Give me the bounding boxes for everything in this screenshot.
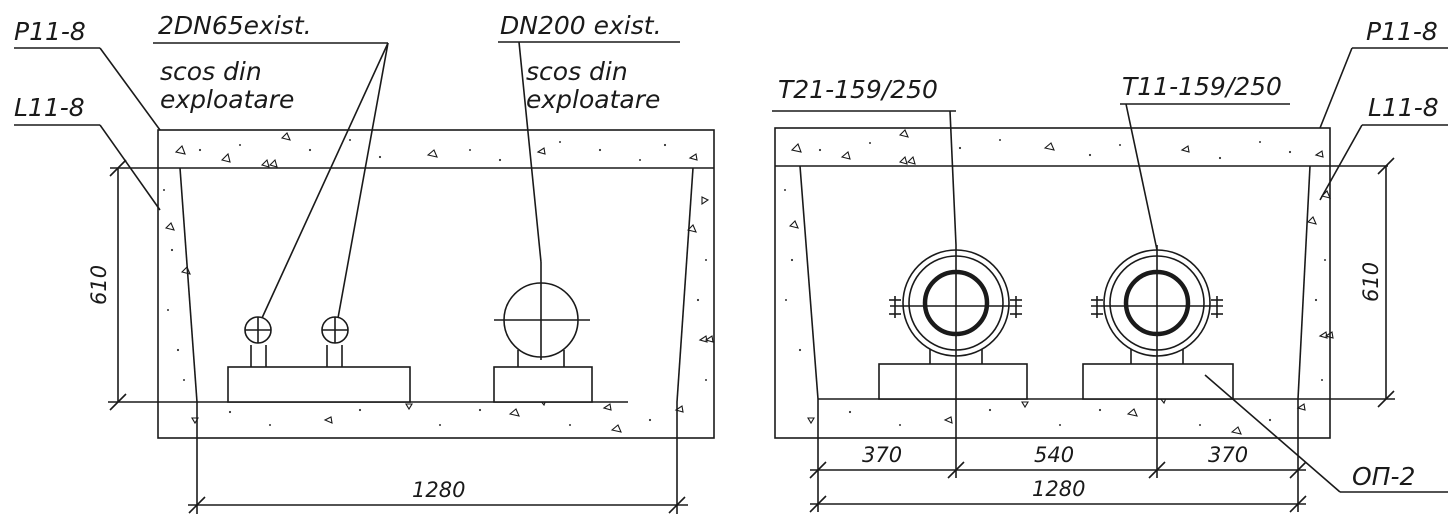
right-l-label: L11-8	[1368, 93, 1439, 122]
right-seg-right-value: 370	[1208, 443, 1248, 467]
right-leaders	[772, 47, 1448, 493]
left-pipe-small-note-2: exploatare	[160, 85, 294, 114]
left-height-dimension: 610	[87, 159, 127, 411]
left-section: P11-8 L11-8 2DN65exist. scos din exploat…	[14, 11, 715, 514]
left-pipe-large-note-2: exploatare	[526, 85, 660, 114]
left-width-dimension: 1280	[188, 402, 688, 514]
left-support-large	[493, 366, 593, 403]
clamp-bolts-t11	[1091, 296, 1223, 318]
left-channel-body	[108, 129, 715, 439]
left-p-label: P11-8	[14, 17, 86, 46]
right-p-label: P11-8	[1366, 17, 1438, 46]
right-seg-mid-value: 540	[1034, 443, 1074, 467]
right-width-dimensions: 370 540 370 1280	[809, 364, 1307, 513]
right-width-value: 1280	[1032, 477, 1085, 501]
right-pipe-2-label: T11-159/250	[1122, 72, 1282, 101]
left-pipe-small-note-1: scos din	[160, 57, 262, 86]
pipe-dn200	[494, 262, 590, 367]
right-seg-left-value: 370	[862, 443, 902, 467]
right-section: T21-159/250 T11-159/250 P11-8 L11-8 ОП-2…	[772, 17, 1448, 513]
right-height-value: 610	[1359, 262, 1383, 302]
insulated-pipe-t21	[889, 245, 1022, 364]
clamp-bolts-t21	[889, 296, 1022, 318]
right-support-2	[1082, 363, 1234, 400]
left-pipe-large-note-1: scos din	[526, 57, 628, 86]
right-height-dimension: 610	[1359, 157, 1395, 408]
left-concrete-hatch	[163, 132, 714, 433]
left-pipe-large-label: DN200 exist.	[500, 11, 662, 40]
left-leaders	[14, 41, 680, 319]
pipe-dn65-a	[244, 316, 272, 367]
right-support-label: ОП-2	[1352, 462, 1415, 491]
pipe-dn65-b	[321, 316, 349, 367]
right-pipe-1-label: T21-159/250	[778, 75, 938, 104]
left-support-small	[227, 366, 411, 403]
left-height-value: 610	[87, 265, 111, 305]
right-channel-body	[774, 127, 1395, 439]
left-width-value: 1280	[412, 478, 465, 502]
insulated-pipe-t11	[1091, 245, 1223, 364]
left-pipe-small-label: 2DN65exist.	[158, 11, 312, 40]
right-concrete-hatch	[784, 129, 1334, 435]
right-support-1	[878, 363, 1028, 400]
left-l-label: L11-8	[14, 93, 85, 122]
